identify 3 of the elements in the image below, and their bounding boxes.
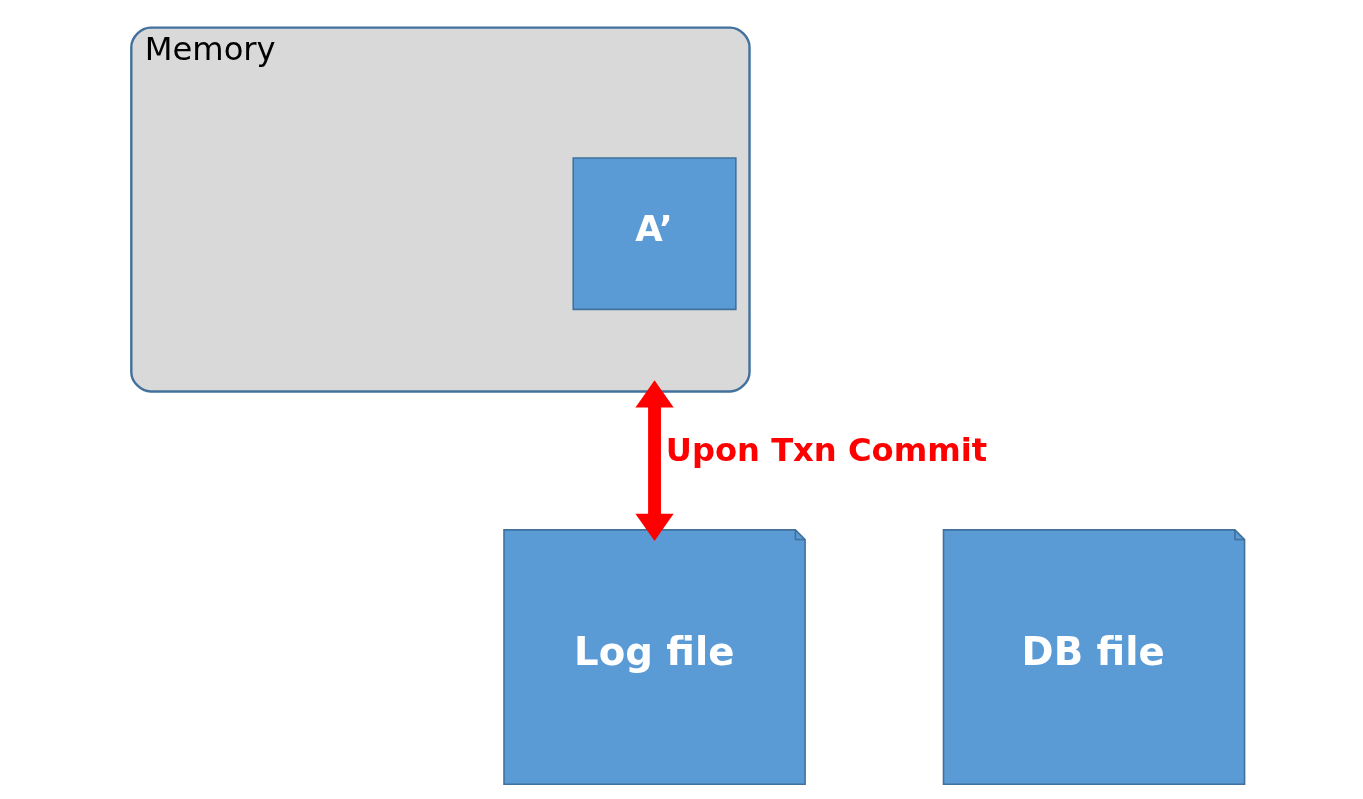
edge-label: Upon Txn Commit [665, 430, 988, 469]
node-box: A’ [572, 157, 737, 311]
arrow [635, 380, 674, 541]
